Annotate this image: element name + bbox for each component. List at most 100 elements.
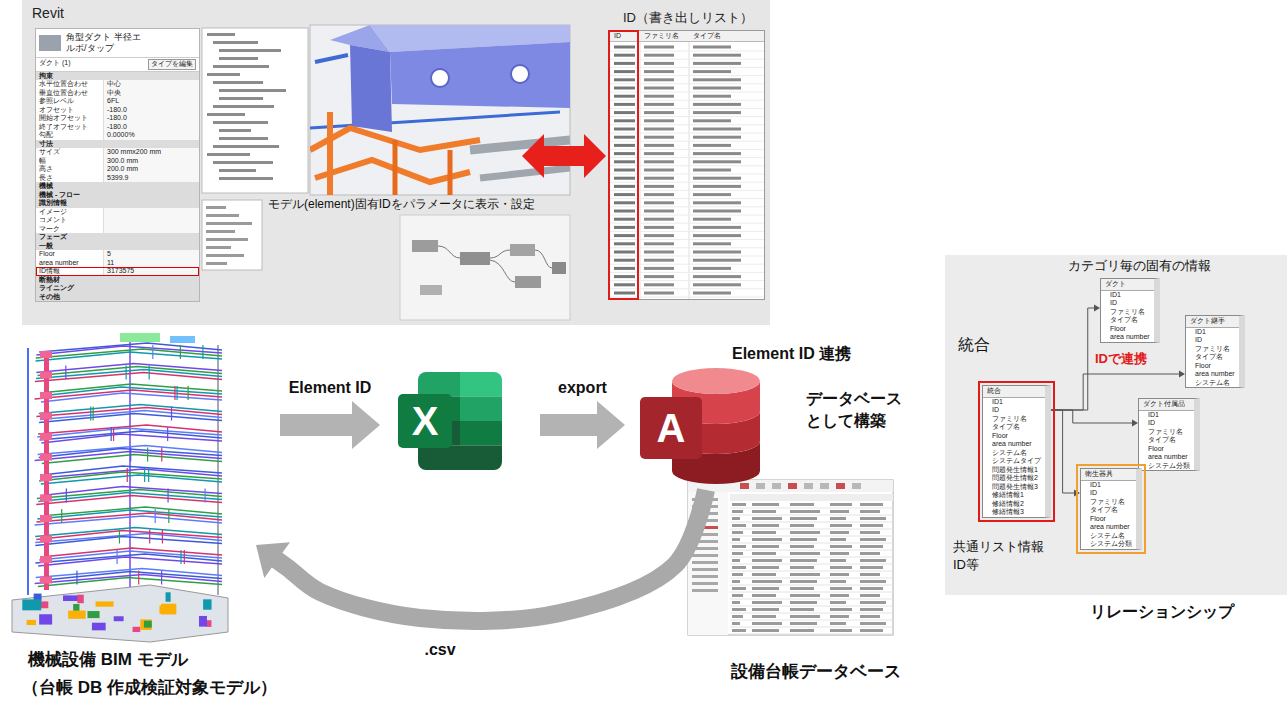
property-row: 角型ダクト 半径エルボ/タップ (36, 29, 199, 58)
pipe (310, 112, 560, 128)
row-line (609, 247, 764, 248)
row-line (609, 206, 764, 207)
equipment (96, 601, 114, 606)
riser-joint (40, 515, 52, 522)
bim-building-model (12, 333, 228, 642)
cell-value (644, 177, 674, 180)
grid-cell (752, 615, 776, 618)
property-text: 寸法 (36, 140, 199, 149)
cell-value (693, 169, 731, 172)
family-icon (39, 35, 61, 51)
grid-cell (860, 601, 886, 604)
riser-joint (40, 556, 52, 563)
cell-value (693, 226, 741, 229)
property-row: 垂直位置合わせ中央 (36, 89, 199, 98)
grid-cell (790, 503, 814, 506)
table-field: area number (983, 440, 1045, 449)
cell-value (614, 185, 635, 188)
pipe-drop (90, 407, 91, 421)
pane-row (206, 222, 252, 225)
equipment (144, 621, 152, 628)
duct (350, 45, 392, 132)
table-field: Floor (1186, 362, 1239, 371)
table-title: ダクト (1101, 279, 1154, 291)
cell-value (614, 193, 635, 196)
grid-cell (752, 566, 779, 569)
table-box: ダクト付属品ID1IDファミリ名タイプ名Floorarea numberシステム… (1138, 398, 1200, 471)
table-field: ID (1101, 299, 1154, 308)
pipe-drop (61, 509, 62, 523)
pipe-drop (149, 366, 150, 380)
grid-cell (752, 538, 782, 541)
cell-value (693, 292, 731, 295)
tree-item (219, 89, 286, 92)
bim-model: 機械設備 BIM モデル（台帳 DB 作成検証対象モデル） (5, 330, 232, 645)
cell-value (644, 87, 674, 90)
cell-value (614, 226, 635, 229)
pipe-drop (167, 489, 168, 503)
grid-line (730, 536, 893, 537)
nav-item (692, 589, 718, 592)
table-box: ダクトID1IDファミリ名タイプ名Floorarea number (1100, 278, 1160, 343)
property-row: 寸法 (36, 140, 199, 149)
property-row: 断熱材 (36, 276, 199, 285)
riser (44, 355, 49, 590)
pane-row (206, 262, 227, 265)
list-heading: ID（書き出しリスト） (623, 9, 753, 27)
table-field: ID (1186, 336, 1239, 345)
grid-cell (752, 524, 779, 527)
pipe-drop (167, 427, 168, 441)
property-row: ID情報3173575 (36, 267, 199, 276)
pipe-drop (184, 550, 185, 564)
grid-line (730, 634, 893, 635)
pipe-drop (113, 427, 114, 441)
connector (1051, 410, 1080, 497)
connector-line (276, 490, 706, 621)
pane-row (206, 246, 231, 249)
cell-value (614, 251, 635, 254)
pane-row (206, 238, 248, 241)
cell-value (693, 78, 741, 81)
relation-panel-ground (945, 255, 1287, 595)
property-row: 拘束 (36, 72, 199, 81)
cell-value (693, 152, 741, 155)
row-line (609, 149, 764, 150)
grid-cell (790, 510, 820, 513)
cell-value (644, 128, 674, 131)
cell-value (614, 283, 635, 286)
duct-fitting (511, 65, 529, 83)
grid-line (730, 620, 893, 621)
grid-line (730, 550, 893, 551)
connector-label: .csv (424, 641, 455, 659)
table-field: Floor (1101, 325, 1154, 334)
table-title: 統合 (983, 386, 1045, 398)
dynamo-wire (490, 250, 510, 258)
row-line (609, 182, 764, 183)
property-text: 6FL (103, 97, 199, 106)
grid-cell (860, 503, 883, 506)
grid-cell (830, 559, 846, 562)
link-note: IDで連携 (1093, 350, 1149, 368)
property-row: Floor5 (36, 250, 199, 259)
connector (1051, 410, 1138, 427)
pipe-run (41, 434, 222, 443)
grid-cell (860, 615, 880, 618)
property-text: コメント (36, 216, 103, 225)
view-3d-frame (310, 25, 570, 195)
connector (280, 401, 380, 449)
row-line (609, 223, 764, 224)
row-line (609, 256, 764, 257)
table-field: タイプ名 (1081, 506, 1136, 515)
property-text: ダクト (1) (39, 59, 71, 70)
model-caption: 機械設備 BIM モデル (28, 648, 188, 671)
grid-line (730, 606, 893, 607)
pipe-drop (138, 571, 139, 585)
pipe-drop (202, 345, 203, 359)
tree-item (213, 121, 268, 124)
cell-value (644, 136, 674, 139)
pipe-run (38, 557, 222, 566)
table-field: ファミリ名 (983, 415, 1045, 424)
property-text: 参照レベル (36, 97, 103, 106)
logo-band (418, 372, 460, 397)
